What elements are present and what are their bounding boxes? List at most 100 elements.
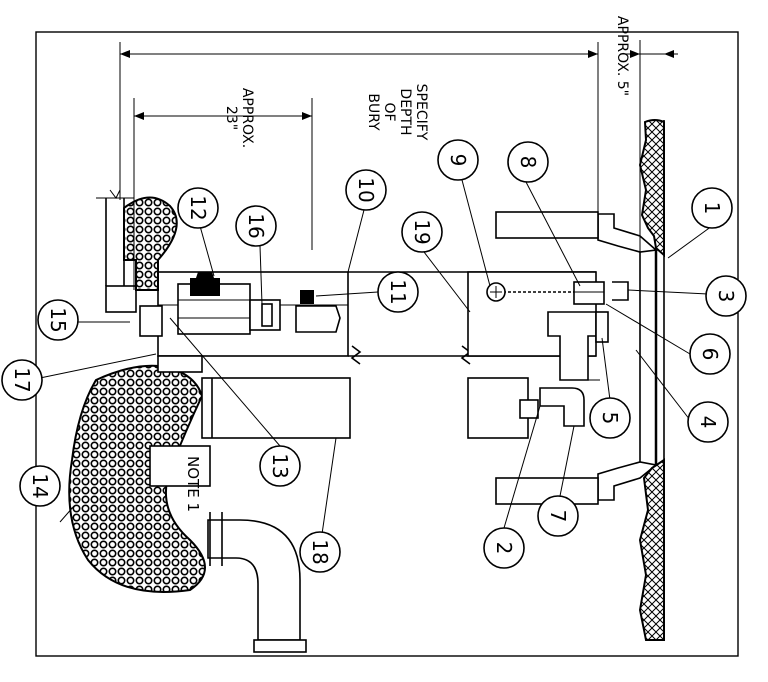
callout-4: 4 bbox=[687, 401, 729, 443]
callout-7: 7 bbox=[537, 495, 579, 537]
callout-circle bbox=[437, 139, 479, 181]
dim-23-label-line: 23" bbox=[223, 106, 239, 130]
callout-19: 19 bbox=[401, 211, 443, 253]
callout-9: 9 bbox=[437, 139, 479, 181]
callout-circle bbox=[687, 401, 729, 443]
leader-4 bbox=[635, 349, 691, 421]
dim-arrow bbox=[302, 112, 312, 120]
dim-arrow bbox=[630, 50, 640, 58]
box-wall-top bbox=[495, 211, 599, 239]
callout-number: 6 bbox=[698, 348, 722, 361]
leader-8 bbox=[525, 181, 581, 287]
leader-16 bbox=[259, 245, 263, 305]
callout-circle bbox=[377, 271, 419, 313]
mainline-tee bbox=[149, 445, 211, 487]
callout-number: 18 bbox=[308, 539, 332, 564]
coupler-cap bbox=[519, 399, 539, 419]
callout-5: 5 bbox=[589, 397, 631, 439]
leader-7 bbox=[559, 425, 575, 497]
dim-bury-label-line: BURY bbox=[365, 93, 381, 131]
callout-number: 5 bbox=[598, 412, 622, 425]
soil-backfill-upper bbox=[123, 196, 178, 291]
callout-circle bbox=[1, 359, 43, 401]
quick-coupler-elbow bbox=[539, 387, 585, 427]
gravel-layer bbox=[157, 355, 203, 373]
solenoid-cap bbox=[190, 278, 220, 296]
callout-circle bbox=[37, 299, 79, 341]
callout-number: 17 bbox=[10, 367, 34, 392]
callout-number: 3 bbox=[714, 290, 738, 303]
callout-number: 19 bbox=[410, 219, 434, 244]
dim-bury-label-line: OF bbox=[381, 102, 397, 121]
dim-arrow bbox=[120, 50, 130, 58]
callout-number: 11 bbox=[386, 279, 410, 304]
callout-circle bbox=[19, 465, 61, 507]
dim-arrow bbox=[588, 50, 598, 58]
callout-16: 16 bbox=[235, 205, 277, 247]
callout-number: 4 bbox=[696, 416, 720, 429]
callout-number: 2 bbox=[492, 542, 516, 555]
mainline-elbow bbox=[105, 285, 137, 313]
leader-13 bbox=[169, 317, 281, 447]
callout-circle bbox=[689, 333, 731, 375]
leader-11 bbox=[315, 291, 379, 297]
id-tag-mark bbox=[490, 286, 502, 298]
leader-10 bbox=[347, 209, 365, 273]
leader-2 bbox=[503, 405, 541, 529]
dim-23-label-line: APPROX. bbox=[239, 88, 255, 148]
wye-strainer bbox=[295, 305, 341, 333]
callout-circle bbox=[259, 445, 301, 487]
leader-5 bbox=[601, 337, 611, 401]
dim-bury-label-line: SPECIFY bbox=[413, 84, 429, 141]
union-nut bbox=[261, 303, 273, 327]
callout-15: 15 bbox=[37, 299, 79, 341]
callout-number: 12 bbox=[186, 195, 210, 220]
leader-12 bbox=[199, 225, 215, 277]
break-mark-1 bbox=[350, 345, 362, 365]
riser-break bbox=[109, 189, 121, 199]
dim-bury-label-line: DEPTH bbox=[397, 88, 413, 135]
callout-circle bbox=[235, 205, 277, 247]
callout-circle bbox=[691, 187, 733, 229]
swing-joint-fitting bbox=[139, 305, 163, 337]
callout-circle bbox=[589, 397, 631, 439]
callout-circle bbox=[299, 531, 341, 573]
id-tag-bracket bbox=[573, 281, 605, 305]
tee-cap bbox=[595, 311, 609, 343]
gravel-sump bbox=[201, 377, 351, 439]
callout-12: 12 bbox=[177, 187, 219, 229]
dim-5-label-text: APPROX. 5" bbox=[614, 16, 630, 96]
callout-circle bbox=[507, 141, 549, 183]
callout-circle bbox=[483, 527, 525, 569]
dim-23-label: APPROX. 23" bbox=[223, 88, 255, 148]
dim-5-label: APPROX. 5" bbox=[614, 16, 630, 96]
callout-8: 8 bbox=[507, 141, 549, 183]
callout-circle bbox=[177, 187, 219, 229]
callout-circle bbox=[401, 211, 443, 253]
callout-1: 1 bbox=[691, 187, 733, 229]
callout-3: 3 bbox=[705, 275, 747, 317]
callout-number: 8 bbox=[516, 156, 540, 169]
callout-number: 7 bbox=[546, 510, 570, 523]
leader-18 bbox=[321, 437, 337, 535]
callout-13: 13 bbox=[259, 445, 301, 487]
ground-surface-bottom bbox=[638, 458, 665, 641]
callout-number: 14 bbox=[28, 473, 52, 498]
leader-1 bbox=[667, 225, 713, 259]
callout-circle bbox=[537, 495, 579, 537]
callout-17: 17 bbox=[1, 359, 43, 401]
leader-19 bbox=[423, 251, 471, 313]
callout-number: 16 bbox=[244, 213, 268, 238]
solenoid-knob bbox=[196, 272, 214, 278]
break-mark-2 bbox=[460, 345, 472, 365]
elbow-outlet bbox=[253, 639, 307, 653]
mainline-elbow-large bbox=[207, 519, 301, 641]
lateral-box bbox=[467, 377, 529, 439]
lid-bolt-bracket bbox=[612, 281, 629, 301]
callout-number: 15 bbox=[46, 307, 70, 332]
callout-leaders bbox=[39, 179, 713, 535]
callout-14: 14 bbox=[19, 465, 61, 507]
strainer-cap bbox=[300, 290, 314, 304]
